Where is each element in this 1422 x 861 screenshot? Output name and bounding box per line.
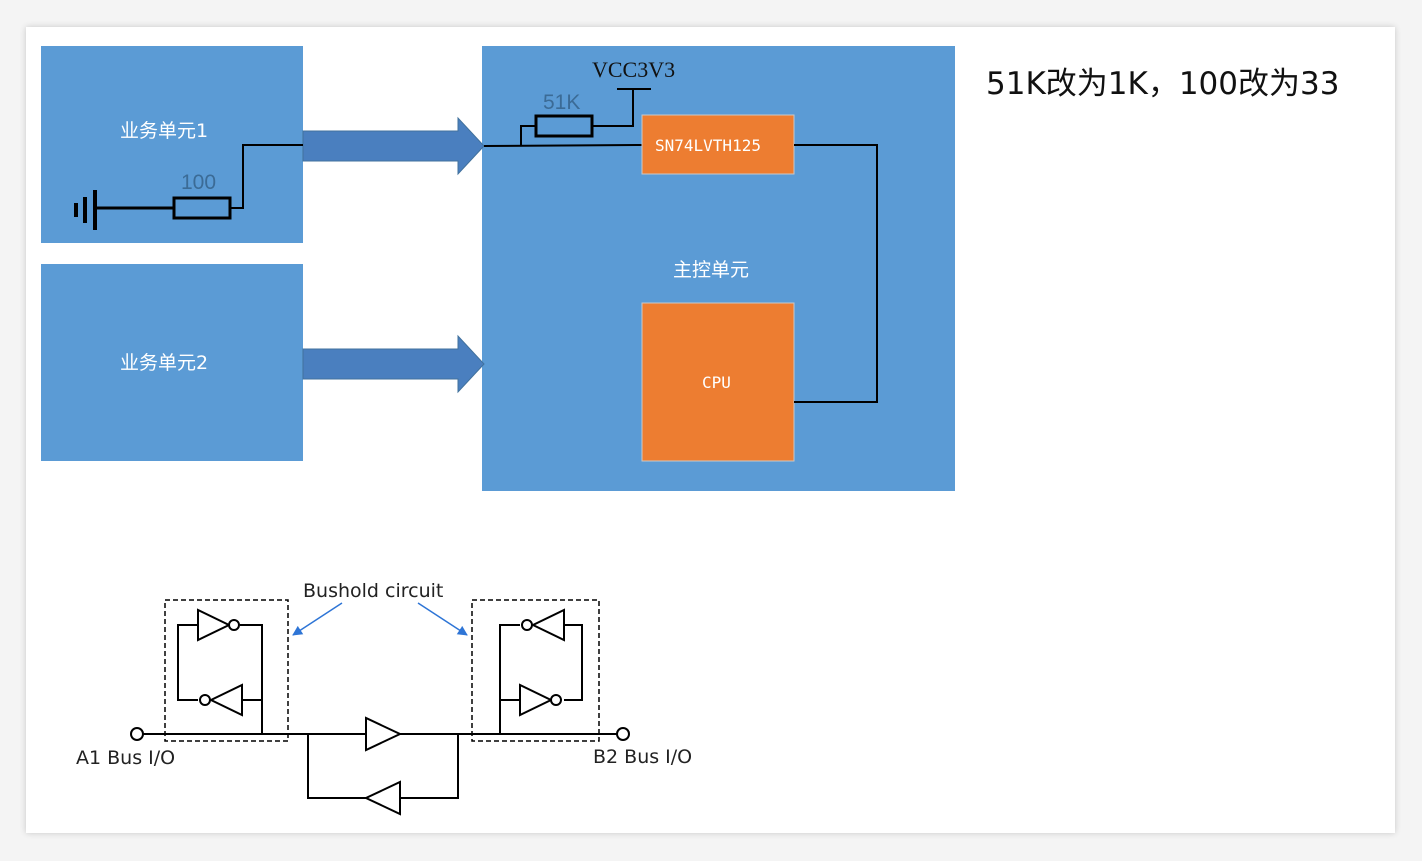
- left-top-inverter-bubble: [228, 619, 240, 631]
- cpu-label: CPU: [702, 373, 731, 392]
- left-bottom-inverter-icon: [208, 683, 243, 717]
- bushold-left-box: [164, 599, 289, 742]
- left-top-inverter-icon: [197, 608, 232, 642]
- business-unit-2-block: [41, 264, 303, 461]
- reverse-buffer-icon: [363, 780, 401, 816]
- modification-note: 51K改为1K，100改为33: [986, 66, 1339, 102]
- bushold-right-box: [471, 599, 600, 742]
- business-unit-1-label: 业务单元1: [120, 120, 208, 142]
- right-bushold-loop: [499, 624, 520, 734]
- return-path-wire-right: [400, 734, 459, 799]
- unit1-signal-wire: [230, 144, 303, 209]
- right-bushold-loop-2: [564, 624, 583, 701]
- right-top-inverter-icon: [530, 608, 565, 642]
- return-path-wire: [307, 734, 366, 799]
- right-bottom-inverter-bubble: [550, 694, 562, 706]
- sn74lvth125-chip: [641, 114, 795, 175]
- chip-to-cpu-wire: [794, 144, 878, 403]
- main-signal-wire: [483, 144, 643, 147]
- sn74lvth125-label: SN74LVTH125: [655, 136, 761, 155]
- vcc-label: VCC3V3: [592, 57, 675, 82]
- b2-bus-label: B2 Bus I/O: [593, 746, 692, 768]
- pullup-wire-right: [592, 89, 634, 127]
- right-top-inverter-bubble: [521, 619, 533, 631]
- left-bushold-loop-2: [177, 624, 198, 701]
- ground-icon: [74, 190, 97, 230]
- cpu-chip: [641, 302, 795, 462]
- pullup-wire-left: [520, 125, 536, 146]
- main-control-unit-label: 主控单元: [673, 259, 749, 281]
- resistor-51k-label: 51K: [543, 91, 580, 114]
- resistor-100-label: 100: [181, 171, 216, 194]
- left-bottom-inverter-bubble: [199, 694, 211, 706]
- a1-terminal-icon: [130, 727, 144, 741]
- b2-terminal-icon: [616, 727, 630, 741]
- bushold-title: Bushold circuit: [303, 580, 443, 602]
- right-bottom-inverter-icon: [519, 683, 554, 717]
- business-unit-2-label: 业务单元2: [120, 352, 208, 374]
- bushold-left-callout: [292, 602, 343, 636]
- a1-bus-label: A1 Bus I/O: [76, 747, 175, 769]
- left-bushold-loop: [240, 624, 263, 734]
- unit2-to-main-arrow: [302, 334, 485, 394]
- unit1-to-main-arrow: [302, 116, 485, 176]
- bushold-right-callout: [417, 602, 468, 636]
- forward-buffer-icon: [365, 716, 403, 752]
